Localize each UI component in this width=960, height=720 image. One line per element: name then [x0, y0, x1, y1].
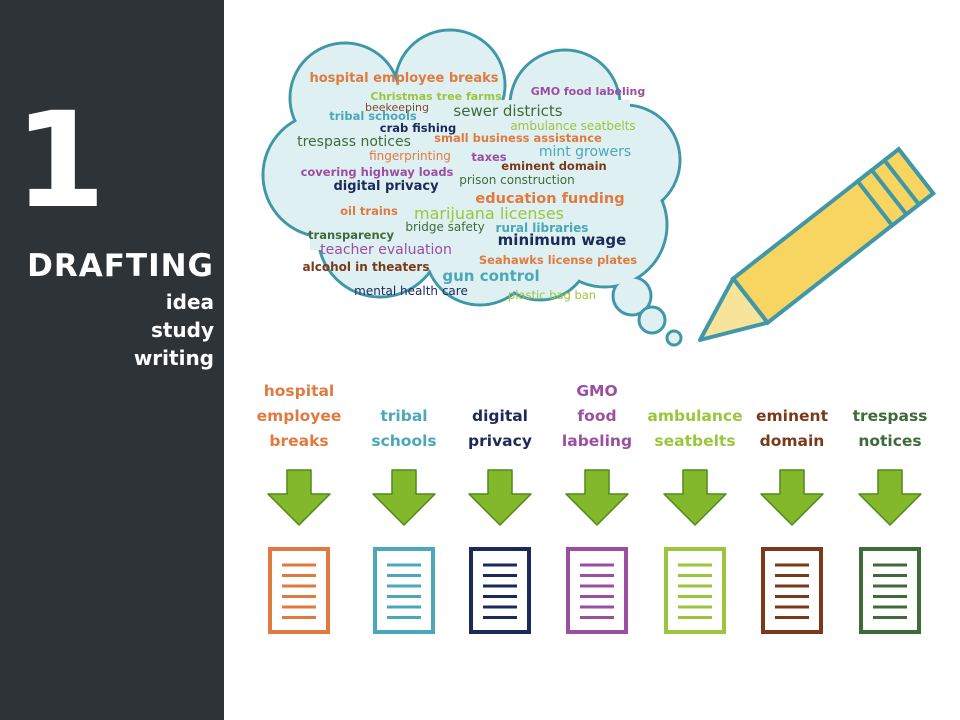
cloud-word: beekeeping [365, 101, 429, 114]
document-icon [664, 547, 726, 634]
topic-label: tribal schools [349, 404, 459, 454]
stage-study: study [150, 318, 214, 342]
topic-label-line: eminent [756, 407, 828, 425]
cloud-word: trespass notices [297, 134, 411, 150]
document-icon [268, 547, 330, 634]
topic-label-line: employee [256, 407, 342, 425]
step-number: 1 [14, 84, 106, 238]
topic-label-line: food [577, 407, 617, 425]
cloud-word: rural libraries [496, 221, 589, 235]
topic-label-line: GMO [576, 382, 618, 400]
cloud-word: transparency [308, 228, 394, 242]
topic-label: trespass notices [835, 404, 945, 454]
cloud-word: digital privacy [333, 179, 439, 194]
sidebar: 1 DRAFTING idea study writing [0, 0, 224, 720]
cloud-word: education funding [475, 191, 624, 207]
document-icon [566, 547, 628, 634]
pencil-icon [698, 146, 936, 342]
topic-label-line: hospital [263, 382, 335, 400]
topic-label-line: trespass [852, 407, 928, 425]
topic-label-line: notices [858, 432, 922, 450]
topic-label: eminent domain [737, 404, 847, 454]
document-icon [373, 547, 435, 634]
down-arrow-icon [372, 469, 436, 526]
cloud-word: fingerprinting [369, 149, 451, 163]
cloud-word: GMO food labeling [531, 85, 646, 98]
document-icon [469, 547, 531, 634]
step-heading: DRAFTING [27, 248, 214, 284]
document-icon [859, 547, 921, 634]
down-arrow-icon [267, 469, 331, 526]
cloud-word: small business assistance [434, 131, 602, 145]
cloud-word: tribal schools [329, 109, 417, 123]
cloud-word: prison construction [459, 173, 575, 187]
cloud-word: ambulance seatbelts [510, 119, 635, 133]
topic-label-line: ambulance [647, 407, 743, 425]
cloud-word: minimum wage [498, 231, 627, 249]
topic-label: hospital employee breaks [244, 379, 354, 454]
down-arrow-icon [565, 469, 629, 526]
topic-label: GMO food labeling [542, 379, 652, 454]
cloud-word: covering highway loads [301, 165, 454, 179]
cloud-word: Seahawks license plates [479, 253, 637, 267]
cloud-word: alcohol in theaters [303, 260, 430, 274]
topic-label: ambulance seatbelts [640, 404, 750, 454]
cloud-word: sewer districts [453, 102, 562, 120]
stage-idea: idea [165, 290, 214, 314]
cloud-word: mint growers [539, 144, 631, 160]
topic-label-line: privacy [468, 432, 532, 450]
cloud-word: eminent domain [501, 159, 606, 173]
stage-writing: writing [133, 346, 214, 370]
down-arrow-icon [858, 469, 922, 526]
topic-label-line: seatbelts [654, 432, 736, 450]
down-arrow-icon [468, 469, 532, 526]
cloud-word: marijuana licenses [414, 204, 564, 223]
cloud-word: bridge safety [405, 220, 484, 234]
cloud-word: gun control [442, 267, 539, 285]
topic-label-line: labeling [561, 432, 633, 450]
document-icon [761, 547, 823, 634]
topic-label-line: digital [472, 407, 528, 425]
cloud-word: oil trains [340, 204, 398, 218]
cloud-word: hospital employee breaks [309, 71, 498, 86]
cloud-word: teacher evaluation [320, 242, 452, 258]
topic-label: digital privacy [445, 404, 555, 454]
cloud-word: Christmas tree farms [370, 90, 502, 103]
down-arrow-icon [760, 469, 824, 526]
cloud-word: crab fishing [380, 121, 456, 135]
cloud-word: plastic bag ban [508, 288, 596, 302]
cloud-word: mental health care [354, 284, 468, 298]
topic-label-line: tribal [380, 407, 428, 425]
down-arrow-icon [663, 469, 727, 526]
topic-label-line: domain [759, 432, 825, 450]
topic-label-line: schools [371, 432, 437, 450]
topic-label-line: breaks [269, 432, 329, 450]
cloud-word: taxes [471, 150, 506, 164]
